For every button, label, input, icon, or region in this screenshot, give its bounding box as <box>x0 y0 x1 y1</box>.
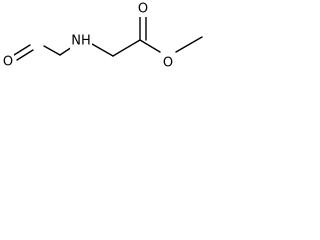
formyl-oxygen-label: O <box>3 55 13 70</box>
structure-canvas: O NH O O <box>2 1 203 71</box>
formyl-co-double-bond-outer <box>13 44 31 56</box>
formyl-c-n-bond <box>43 45 61 56</box>
ch2-carbonyl-bond <box>112 39 141 57</box>
ester-oxygen-label: O <box>163 56 173 71</box>
carbonyl-oxygen-label: O <box>138 2 148 17</box>
bond-group <box>13 16 203 61</box>
amide-nitrogen-label: NH <box>71 34 91 49</box>
formyl-co-double-bond-inner <box>16 49 34 61</box>
ester-oxygen-bg <box>162 55 174 71</box>
atom-label-group: O NH O O <box>2 1 174 71</box>
amide-nitrogen-bg <box>70 33 92 49</box>
n-ch2-bond <box>91 43 114 57</box>
formyl-oxygen-bg <box>2 54 14 70</box>
carbonyl-ester-o-bond <box>139 39 161 53</box>
carbonyl-oxygen-bg <box>137 1 149 17</box>
ester-o-methyl-bond <box>175 36 203 53</box>
